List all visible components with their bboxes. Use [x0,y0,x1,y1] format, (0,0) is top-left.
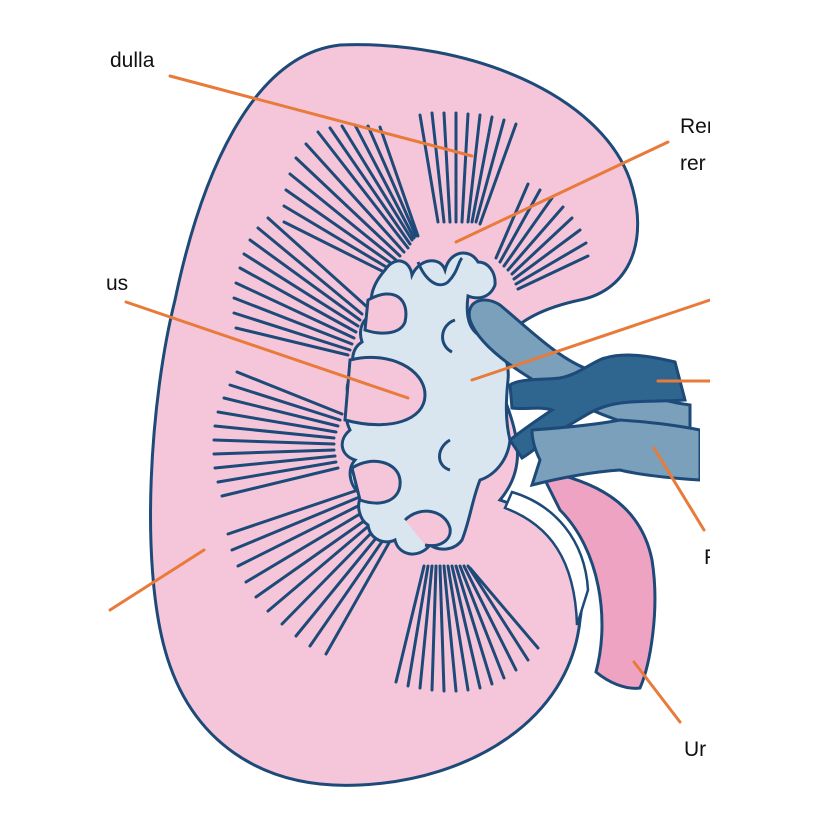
papilla-bottom [403,509,452,548]
leader-pelvis [470,298,712,382]
label-sinus: us [106,272,128,295]
label-renal-artery-line2: rer [680,152,706,175]
right-edge-clip [710,100,820,800]
label-renal-artery-line1: Rer [680,115,714,138]
medulla-pyramids [212,111,590,693]
leader-medulla [168,74,474,158]
leader-ureter [632,660,682,724]
papilla-lower-left [350,459,402,505]
leader-sinus [124,300,410,400]
leader-vessel [652,446,706,532]
leader-renal-artery [454,140,670,244]
hilum-gap [503,490,590,626]
papilla-top [416,256,464,287]
calyx-hook-lower [438,438,451,472]
papilla-top-left [363,292,408,335]
leader-cortex [108,548,206,612]
label-medulla: dulla [110,49,155,72]
label-ureter: Ur [684,738,706,761]
renal-vein-front [529,418,702,488]
ureter [537,467,657,690]
calyx-hook-upper [441,318,456,354]
leader-lines [108,74,712,724]
